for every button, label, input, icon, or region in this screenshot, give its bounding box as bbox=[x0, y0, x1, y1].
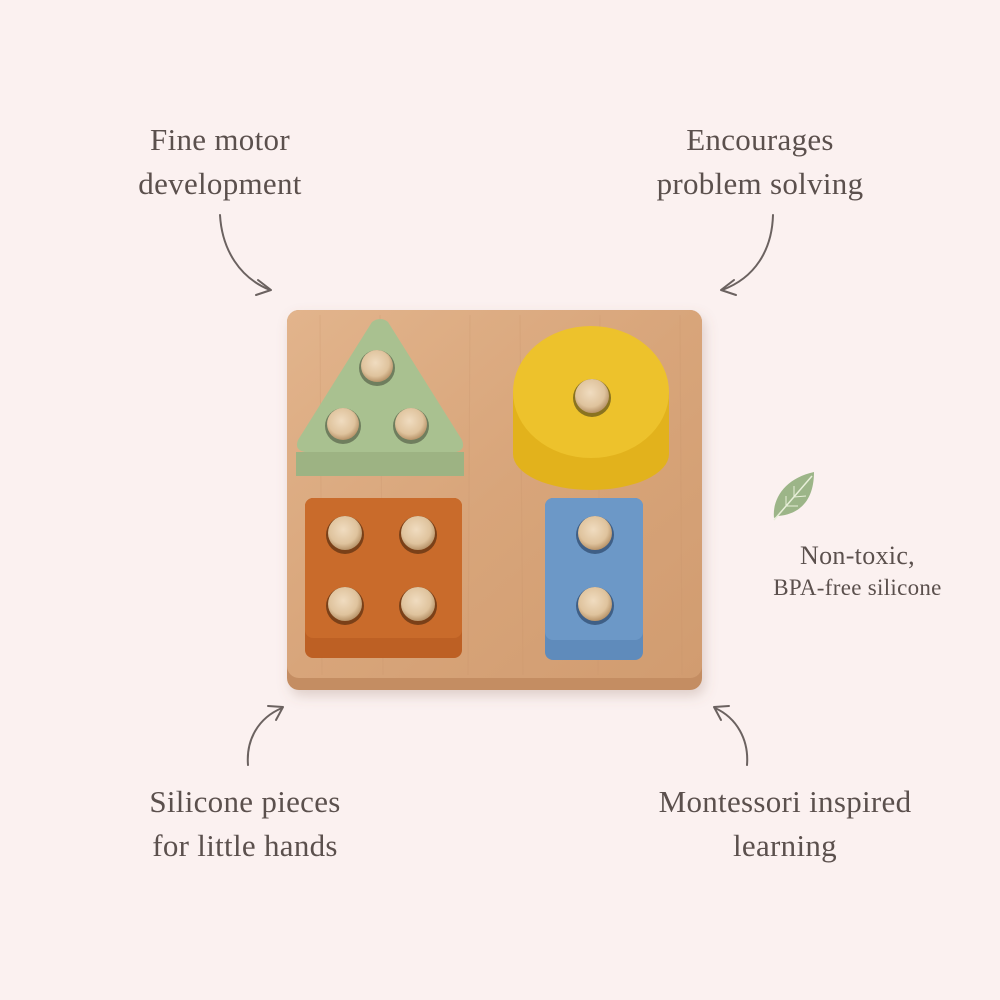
caption-montessori: Montessori inspired learning bbox=[620, 780, 950, 868]
caption-line: development bbox=[138, 166, 302, 201]
arrow-icon bbox=[713, 705, 749, 766]
rectangle-piece bbox=[545, 498, 643, 660]
arrow-icon bbox=[219, 214, 272, 296]
arrow-icon bbox=[246, 705, 284, 766]
caption-non-toxic: Non-toxic, BPA-free silicone bbox=[750, 540, 965, 604]
caption-line: BPA-free silicone bbox=[773, 575, 942, 600]
square-piece bbox=[305, 498, 462, 658]
caption-fine-motor: Fine motor development bbox=[100, 118, 340, 206]
caption-problem-solving: Encourages problem solving bbox=[620, 118, 900, 206]
caption-silicone-pieces: Silicone pieces for little hands bbox=[110, 780, 380, 868]
caption-line: Silicone pieces bbox=[149, 784, 341, 819]
caption-line: Encourages bbox=[686, 122, 834, 157]
arrow-icon bbox=[720, 214, 774, 296]
caption-line: problem solving bbox=[656, 166, 864, 201]
leaf-icon bbox=[773, 472, 814, 521]
caption-line: for little hands bbox=[152, 828, 338, 863]
triangle-piece bbox=[296, 319, 464, 476]
circle-piece bbox=[513, 326, 669, 490]
caption-line: Montessori inspired bbox=[658, 784, 912, 819]
caption-line: learning bbox=[733, 828, 837, 863]
caption-line: Non-toxic, bbox=[800, 541, 915, 570]
caption-line: Fine motor bbox=[150, 122, 290, 157]
